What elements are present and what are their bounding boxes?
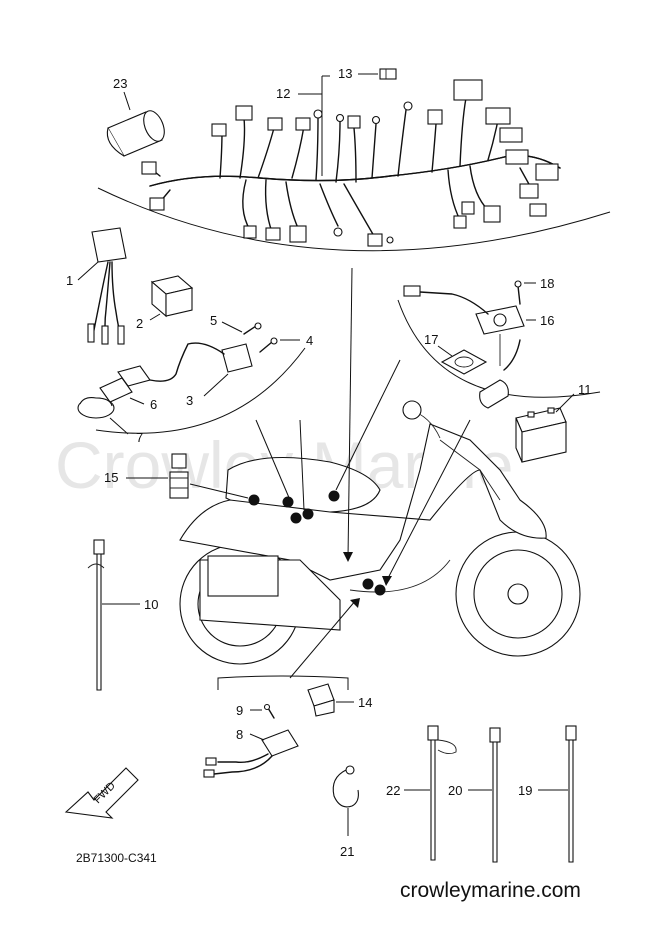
part-19-cable-tie[interactable]: [565, 725, 577, 863]
mount-point-dot: [282, 496, 294, 508]
arrow-line: [299, 419, 305, 511]
part-11-battery[interactable]: [515, 407, 567, 463]
part-15-sensor[interactable]: [169, 453, 189, 499]
part-22-cable-tie[interactable]: [427, 725, 457, 861]
leader-2: [149, 313, 161, 321]
arrow-head: [350, 598, 360, 608]
callout-18: 18: [540, 276, 554, 291]
arrow-line: [385, 419, 471, 583]
leader-3: [203, 373, 229, 397]
part-13-fuse[interactable]: [379, 68, 397, 80]
scooter-outline: [179, 400, 581, 665]
callout-9: 9: [236, 703, 243, 718]
callout-14: 14: [358, 695, 372, 710]
leader-1: [77, 261, 99, 281]
drawing-code: 2B71300-C341: [76, 851, 157, 865]
harness-region-arc: [97, 187, 611, 252]
mount-point-dot: [374, 584, 386, 596]
part-16-sender[interactable]: [403, 285, 525, 409]
callout-17: 17: [424, 332, 438, 347]
left-region-arc: [95, 347, 306, 434]
callout-19: 19: [518, 783, 532, 798]
leader-7: [109, 417, 129, 435]
leader-11: [555, 393, 575, 413]
bottom-region-bracket: [217, 675, 349, 690]
callout-3: 3: [186, 393, 193, 408]
leader-23: [123, 91, 131, 111]
callout-16: 16: [540, 313, 554, 328]
leader-5: [221, 321, 243, 333]
part-9-screw[interactable]: [263, 703, 275, 719]
callout-10: 10: [144, 597, 158, 612]
part-10-cable-tie[interactable]: [87, 539, 105, 691]
part-20-cable-tie[interactable]: [489, 727, 501, 863]
callout-8: 8: [236, 727, 243, 742]
part-17-gasket[interactable]: [440, 349, 488, 375]
part-4-bolt[interactable]: [259, 337, 278, 353]
part-6-plug-cap[interactable]: [99, 377, 133, 403]
arrow-line: [289, 599, 357, 679]
arrow-line: [189, 483, 249, 499]
part-1-unit[interactable]: [87, 227, 127, 345]
leader-8: [249, 733, 265, 741]
arrow-head: [343, 552, 353, 562]
part-7-boot[interactable]: [77, 397, 115, 419]
part-3-ignition-coil[interactable]: [117, 342, 253, 387]
fwd-arrow-icon: FWD: [64, 767, 139, 819]
part-8-unit[interactable]: [203, 729, 299, 778]
website-label: crowleymarine.com: [400, 879, 581, 902]
part-14-relay[interactable]: [307, 683, 335, 717]
callout-21: 21: [340, 844, 354, 859]
arrow-line: [255, 419, 291, 501]
right-region-arc: [397, 299, 601, 398]
callout-2: 2: [136, 316, 143, 331]
part-12-wire-harness[interactable]: [141, 79, 561, 247]
callout-13: 13: [338, 66, 352, 81]
callout-5: 5: [210, 313, 217, 328]
arrow-line: [335, 359, 401, 491]
callout-1: 1: [66, 273, 73, 288]
mount-point-dot: [302, 508, 314, 520]
part-21-clip[interactable]: [332, 765, 359, 808]
arrow-head: [382, 576, 392, 586]
mount-point-dot: [362, 578, 374, 590]
callout-11: 11: [578, 382, 592, 397]
leader-6: [129, 397, 145, 405]
mount-point-dot: [248, 494, 260, 506]
mount-point-dot: [328, 490, 340, 502]
callout-6: 6: [150, 397, 157, 412]
mount-point-dot: [290, 512, 302, 524]
callout-20: 20: [448, 783, 462, 798]
part-2-block[interactable]: [150, 275, 194, 318]
leader-17: [437, 345, 453, 357]
callout-7: 7: [136, 430, 143, 445]
arrow-line: [347, 267, 353, 559]
callout-23: 23: [113, 76, 127, 91]
part-18-bolt[interactable]: [514, 280, 522, 305]
part-23-sleeve[interactable]: [106, 108, 168, 157]
callout-4: 4: [306, 333, 313, 348]
callout-22: 22: [386, 783, 400, 798]
part-5-bolt[interactable]: [243, 322, 262, 335]
callout-12: 12: [276, 86, 290, 101]
callout-15: 15: [104, 470, 118, 485]
